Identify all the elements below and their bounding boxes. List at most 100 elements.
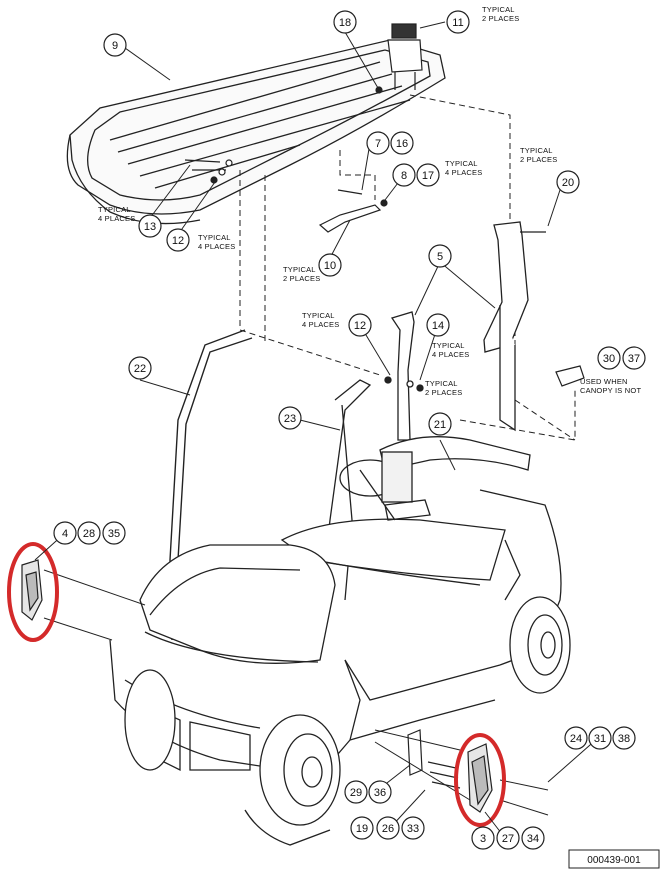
callout-circle (597, 346, 621, 370)
callout-circle (166, 228, 190, 252)
canopy-hardware (184, 86, 383, 184)
note-line: TYPICAL (445, 159, 478, 168)
callout-circle (53, 521, 77, 545)
note-line: TYPICAL (283, 265, 316, 274)
callout-circle (426, 313, 450, 337)
callout-label: 26 (382, 823, 394, 835)
callout-label: 20 (562, 177, 574, 189)
callout-label: 37 (628, 353, 640, 365)
callout-c35: 35 (102, 521, 126, 545)
callout-label: 16 (396, 138, 408, 150)
cart-body (109, 379, 571, 846)
reference-code-box: 000439-001 (568, 849, 660, 869)
callout-circle (138, 214, 162, 238)
rear-strut-right (483, 221, 546, 432)
callout-c20: 20 (556, 170, 580, 194)
floor-brackets (407, 729, 461, 789)
callout-label: 24 (570, 733, 582, 745)
callout-label: 28 (83, 528, 95, 540)
dashed-leaders (239, 94, 576, 441)
callout-c19: 19 (350, 816, 374, 840)
callout-circle (344, 780, 368, 804)
callout-c27: 27 (496, 826, 520, 850)
callout-circle (521, 826, 545, 850)
callout-label: 23 (284, 413, 296, 425)
callout-c31: 31 (588, 726, 612, 750)
callout-c33: 33 (401, 816, 425, 840)
canopy-top (66, 39, 446, 225)
callout-c7: 7 (366, 131, 390, 155)
callout-label: 33 (407, 823, 419, 835)
callout-c4: 4 (53, 521, 77, 545)
callout-c24: 24 (564, 726, 588, 750)
callout-c26: 26 (376, 816, 400, 840)
callout-c14: 14 (426, 313, 450, 337)
callout-label: 36 (374, 787, 386, 799)
callout-label: 7 (375, 138, 381, 150)
callout-circle (128, 356, 152, 380)
callout-circle (471, 826, 495, 850)
note-line: CANOPY IS NOT (580, 386, 641, 395)
callout-label: 12 (172, 235, 184, 247)
callout-c9: 9 (103, 33, 127, 57)
latch-bracket (387, 23, 423, 90)
callout-c10: 10 (318, 253, 342, 277)
callout-c37: 37 (622, 346, 646, 370)
callout-label: 30 (603, 353, 615, 365)
callout-circle (416, 163, 440, 187)
callout-circle (401, 816, 425, 840)
callout-circle (103, 33, 127, 57)
note-line: TYPICAL (432, 341, 465, 350)
callout-circle (588, 726, 612, 750)
callout-circle (564, 726, 588, 750)
callout-c16: 16 (390, 131, 414, 155)
note-line: 2 PLACES (283, 274, 320, 283)
callout-label: 19 (356, 823, 368, 835)
note-line: 4 PLACES (445, 168, 482, 177)
callout-label: 35 (108, 528, 120, 540)
callout-circle (333, 10, 357, 34)
callout-c3: 3 (471, 826, 495, 850)
callout-c23: 23 (278, 406, 302, 430)
callout-label: 38 (618, 733, 630, 745)
note-line: 4 PLACES (302, 320, 339, 329)
callout-circle (368, 780, 392, 804)
callout-circle (318, 253, 342, 277)
note-line: TYPICAL (482, 5, 515, 14)
callout-c28: 28 (77, 521, 101, 545)
left-light-panel (21, 559, 43, 621)
callout-c11: 11 (446, 10, 470, 34)
callout-circle (428, 412, 452, 436)
callout-c36: 36 (368, 780, 392, 804)
callout-label: 9 (112, 40, 118, 52)
note-line: TYPICAL (520, 146, 553, 155)
callout-circle (77, 521, 101, 545)
callout-circle (348, 313, 372, 337)
callout-c5: 5 (428, 244, 452, 268)
callout-c12b: 12 (348, 313, 372, 337)
callout-circle (366, 131, 390, 155)
callout-label: 8 (401, 170, 407, 182)
callout-circle (102, 521, 126, 545)
note-line: 4 PLACES (432, 350, 469, 359)
note-line: 2 PLACES (520, 155, 557, 164)
callout-c8: 8 (392, 163, 416, 187)
callout-circle (446, 10, 470, 34)
callout-c38: 38 (612, 726, 636, 750)
callout-c21: 21 (428, 412, 452, 436)
note-line: TYPICAL (302, 311, 335, 320)
callout-circle (612, 726, 636, 750)
note-line: 4 PLACES (98, 214, 135, 223)
callout-label: 27 (502, 833, 514, 845)
callout-label: 34 (527, 833, 539, 845)
callout-label: 5 (437, 251, 443, 263)
callout-c34: 34 (521, 826, 545, 850)
